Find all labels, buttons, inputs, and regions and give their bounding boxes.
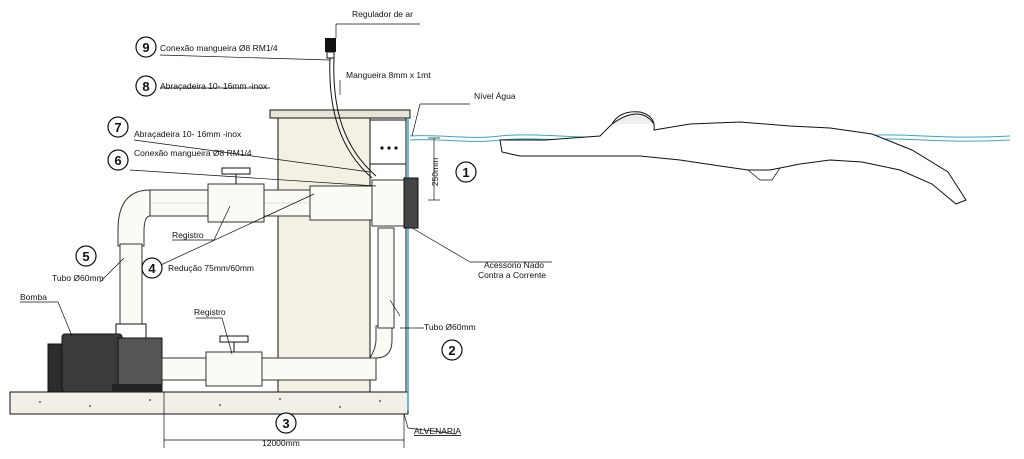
label-registro-top: Registro: [172, 230, 204, 240]
label-mangueira: Mangueira 8mm x 1mt: [346, 70, 431, 80]
label-acessorio-line1: Acessorio Nado: [484, 260, 544, 270]
left-vertical-pipe: [115, 243, 147, 339]
label-reducao: Redução 75mm/60mm: [168, 263, 254, 273]
air-hose: [325, 38, 377, 179]
svg-text:8: 8: [142, 79, 149, 94]
callout-5: 5: [75, 245, 97, 267]
label-acessorio-line2: Contra a Corrente: [478, 270, 546, 280]
dimension-12000: [163, 392, 405, 448]
pump: [47, 333, 163, 393]
ground-slab: [9, 391, 409, 415]
label-bomba: Bomba: [20, 292, 47, 302]
label-conexao-mid: Conexão mangueira Ø8 RM1/4: [134, 148, 252, 158]
svg-text:4: 4: [148, 261, 156, 276]
label-nivel-agua: Nível Água: [474, 91, 516, 101]
label-dim-250: 250mm: [430, 158, 440, 186]
skimmer-box: [369, 119, 407, 165]
svg-text:3: 3: [282, 416, 289, 431]
svg-text:2: 2: [448, 343, 455, 358]
callout-8: 8: [135, 75, 157, 97]
label-tubo-left: Tubo Ø60mm: [52, 273, 104, 283]
label-conexao-top: Conexão mangueira Ø8 RM1/4: [160, 43, 278, 53]
callout-4: 4: [141, 257, 163, 279]
label-registro-bottom: Registro: [194, 307, 226, 317]
leader-lines: [20, 23, 552, 435]
callout-2: 2: [441, 339, 463, 361]
label-dim-12000: 12000mm: [262, 438, 300, 448]
bottom-pipe: [161, 227, 395, 387]
label-abracadeira-top: Abraçadeira 10- 16mm -inox: [160, 81, 268, 91]
svg-text:7: 7: [114, 120, 121, 135]
callout-3: 3: [275, 412, 297, 434]
swimmer-figure: [499, 111, 967, 205]
label-tubo-right: Tubo Ø60mm: [424, 322, 476, 332]
callout-6: 6: [107, 149, 129, 171]
svg-text:6: 6: [114, 153, 121, 168]
callout-9: 9: [135, 36, 157, 58]
svg-text:9: 9: [142, 40, 149, 55]
callout-1: 1: [455, 161, 477, 183]
svg-text:5: 5: [82, 249, 89, 264]
label-regulador: Regulador de ar: [352, 9, 413, 19]
svg-text:1: 1: [462, 165, 469, 180]
callout-7: 7: [107, 116, 129, 138]
label-alvenaria: ALVENARIA: [414, 426, 461, 436]
top-pipe: [117, 167, 419, 247]
dimension-250: [428, 137, 440, 201]
label-abracadeira-mid: Abraçadeira 10- 16mm -inox: [134, 129, 242, 139]
